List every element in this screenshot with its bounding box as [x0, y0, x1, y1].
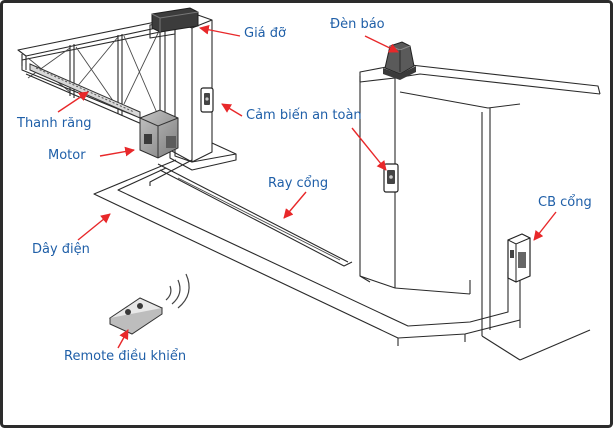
arrow-rail	[283, 191, 307, 219]
label-motor: Motor	[48, 148, 86, 163]
label-wire: Dây điện	[32, 242, 90, 257]
wire-trench	[93, 159, 521, 346]
safety-sensor-right	[383, 163, 399, 193]
label-bracket: Giá đỡ	[244, 26, 286, 41]
arrow-wire	[77, 213, 111, 241]
arrow-gate-switch	[533, 211, 557, 241]
label-rail: Ray cổng	[268, 176, 329, 191]
arrow-bracket	[199, 24, 241, 37]
arrow-rack	[57, 91, 89, 113]
bracket	[151, 7, 199, 33]
safety-sensor-left	[200, 87, 214, 113]
remote-control	[108, 273, 190, 335]
arrow-warning-light	[364, 35, 399, 53]
label-warning-light: Đèn báo	[330, 17, 385, 32]
gate-motor	[139, 109, 179, 159]
label-gate-switch: CB cổng	[538, 195, 592, 210]
arrow-safety-sensor-right	[351, 127, 387, 171]
gate-switch-box	[507, 233, 531, 283]
gate-rail	[157, 163, 353, 267]
label-safety-sensor: Cảm biến an toàn	[246, 108, 362, 123]
arrow-safety-sensor-left	[221, 103, 243, 117]
label-rack: Thanh răng	[17, 116, 92, 131]
label-remote: Remote điều khiển	[64, 349, 187, 364]
arrow-motor	[99, 146, 135, 157]
arrow-remote	[117, 329, 129, 349]
